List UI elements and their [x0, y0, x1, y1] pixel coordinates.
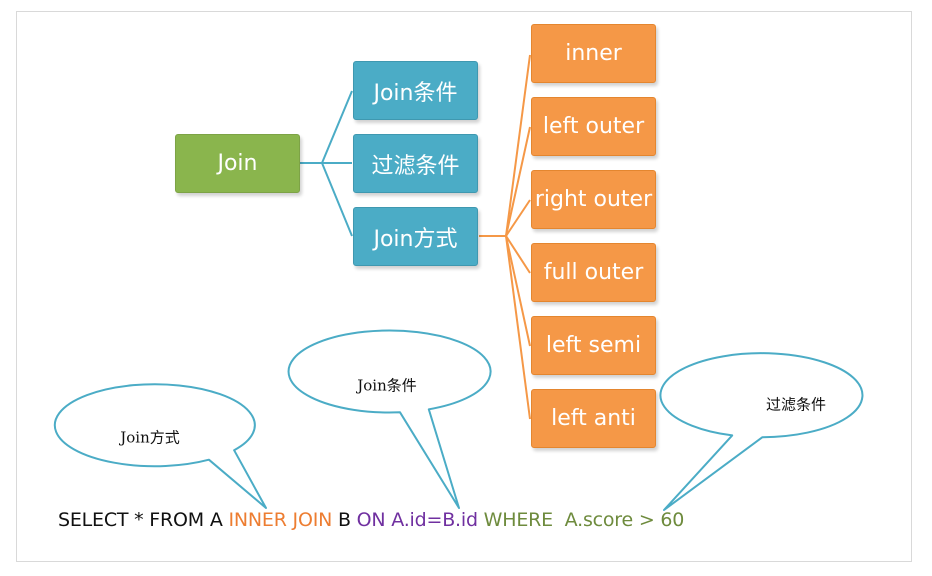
root-node-label: Join [217, 151, 258, 176]
sql-statement: SELECT * FROM A INNER JOIN B ON A.id=B.i… [58, 509, 684, 531]
node-join-condition: Join条件 [353, 61, 478, 120]
node-join-method: Join方式 [353, 207, 478, 266]
node-type-inner-label: inner [565, 41, 622, 66]
slide-frame [16, 11, 912, 562]
root-node-join: Join [175, 134, 300, 193]
node-type-right-outer-label: right outer [534, 187, 653, 212]
node-filter-condition: 过滤条件 [353, 134, 478, 193]
node-type-left-outer-label: left outer [542, 114, 645, 139]
sql-inner-join: INNER JOIN [228, 509, 333, 531]
node-type-full-outer-label: full outer [543, 260, 644, 285]
callout-bubble-join-condition [287, 329, 492, 509]
node-type-left-anti-label: left anti [551, 406, 636, 431]
node-join-condition-label: Join条件 [373, 80, 458, 106]
node-join-method-label: Join方式 [373, 226, 458, 252]
callout-bubble-filter-condition [659, 352, 864, 511]
sql-where-clause: WHERE A.score > 60 [483, 509, 685, 531]
callout-bubble-join-method [53, 383, 267, 509]
callout-join-condition-label: Join条件 [357, 376, 417, 395]
sql-select-from: SELECT * FROM A [58, 509, 229, 531]
node-type-full-outer: full outer [531, 243, 656, 302]
node-type-left-outer: left outer [531, 97, 656, 156]
node-type-left-semi: left semi [531, 316, 656, 375]
connector-root-join-method [300, 162, 353, 237]
connector-method-to-types [479, 54, 531, 420]
node-type-left-anti: left anti [531, 389, 656, 448]
node-type-inner: inner [531, 24, 656, 83]
connector-type-left-anti [479, 235, 531, 420]
callout-filter-condition-label: 过滤条件 [765, 395, 827, 414]
node-type-right-outer: right outer [531, 170, 656, 229]
sql-on-clause: ON A.id=B.id [356, 509, 478, 531]
node-type-left-semi-label: left semi [545, 333, 642, 358]
node-filter-condition-label: 过滤条件 [371, 153, 460, 179]
sql-table-b: B [332, 509, 357, 531]
callout-join-method-label: Join方式 [120, 428, 180, 447]
